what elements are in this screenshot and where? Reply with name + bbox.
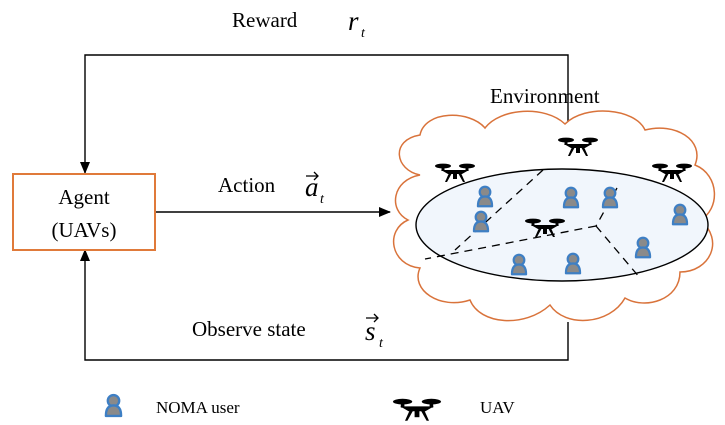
observe-state-label: Observe state <box>192 317 306 341</box>
legend-uav-icon <box>393 398 441 421</box>
environment-label: Environment <box>490 84 600 108</box>
legend: NOMA user UAV <box>104 393 515 421</box>
agent-box <box>12 173 156 251</box>
state-vector-arrow <box>366 313 379 323</box>
agent-sublabel: (UAVs) <box>52 218 117 242</box>
reward-subscript: t <box>361 26 366 41</box>
reward-feedback-line <box>80 54 569 174</box>
legend-noma-user-label: NOMA user <box>156 398 240 417</box>
action-vector-arrow <box>306 171 319 181</box>
reward-label: Reward <box>232 8 298 32</box>
agent-label: Agent <box>58 185 109 209</box>
legend-uav-label: UAV <box>480 398 515 417</box>
state-symbol: s <box>365 316 376 346</box>
action-label: Action <box>218 173 276 197</box>
action-symbol: a <box>305 172 319 202</box>
reward-symbol: r <box>348 6 359 36</box>
observe-state-line <box>80 249 569 361</box>
action-subscript: t <box>320 192 325 207</box>
coverage-area-ellipse <box>415 168 709 282</box>
state-subscript: t <box>379 336 384 351</box>
legend-noma-user-icon <box>104 393 123 418</box>
